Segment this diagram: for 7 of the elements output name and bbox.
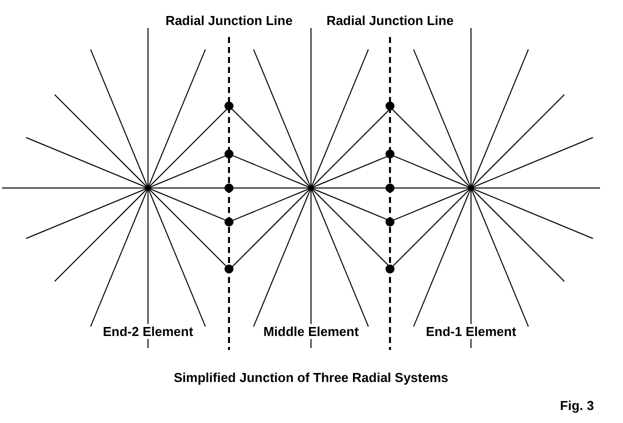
element-label: End-2 Element [100,324,196,339]
junction-line-label: Radial Junction Line [163,13,295,28]
figure-number: Fig. 3 [558,398,596,413]
caption: Simplified Junction of Three Radial Systems [174,371,448,384]
element-label: End-1 Element [424,324,518,339]
junction-line-label: Radial Junction Line [324,13,456,28]
element-label: Middle Element [261,324,361,339]
